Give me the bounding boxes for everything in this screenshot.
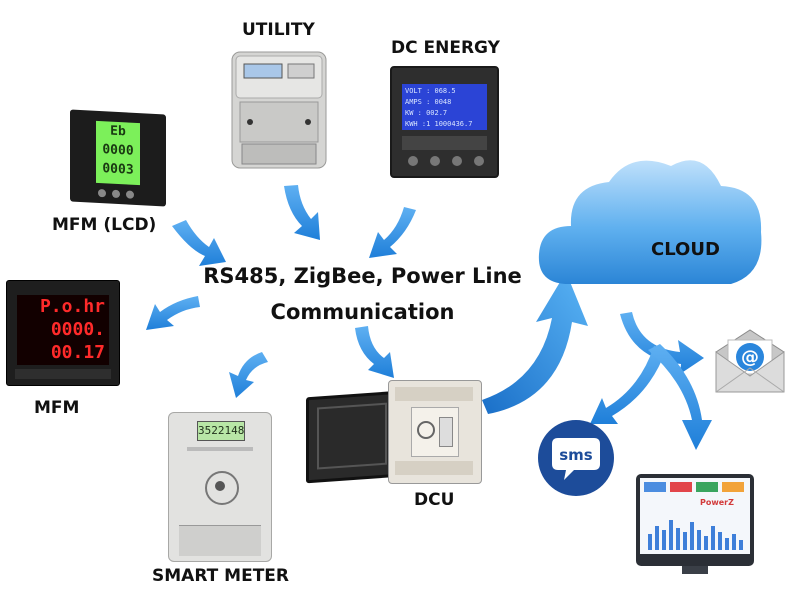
protocol-line-2: Communication (270, 300, 455, 324)
arrow-mfm (146, 296, 200, 330)
led-line: 0000. (50, 319, 105, 340)
protocol-text: RS485, ZigBee, Power Line Communication (190, 258, 535, 330)
mfm-display: P.o.hr 0000. 00.17 (17, 295, 109, 365)
dc-row: AMPS : 0048 (405, 98, 452, 106)
dc-row: VOLT : 068.5 (405, 87, 456, 95)
dcu-box (388, 380, 482, 484)
smart-meter: 3522148 (168, 412, 272, 562)
protocol-line-1: RS485, ZigBee, Power Line (203, 264, 522, 288)
sms-icon: sms (538, 420, 614, 496)
smart-meter-display: 3522148 (197, 421, 245, 441)
dashboard-chart (648, 520, 743, 550)
smart-meter-label: SMART METER (152, 566, 289, 586)
sms-text: sms (559, 446, 593, 464)
email-icon: @ (715, 329, 785, 393)
arrow-dc-energy (369, 207, 416, 258)
dcu-door (306, 390, 400, 484)
dc-row: KWH :1 1000436.7 (405, 120, 473, 128)
svg-text:@: @ (741, 347, 759, 368)
dc-energy-meter: VOLT : 068.5 AMPS : 0048 KW : 002.7 KWH … (390, 66, 499, 178)
mfm-lcd-label: MFM (LCD) (52, 215, 157, 235)
utility-label: UTILITY (242, 20, 315, 40)
arrow-to-dcu (355, 326, 394, 378)
led-line: 00.17 (50, 342, 105, 363)
led-line: P.o.hr (39, 296, 105, 317)
mfm-lcd-display: Eb 0000 0003 (96, 120, 140, 186)
arrow-cloud-dashboard (648, 344, 712, 450)
dashboard-monitor: PowerZ (636, 474, 754, 574)
arrow-mfm-lcd (172, 220, 226, 266)
mfm-label: MFM (34, 398, 80, 418)
arrow-cloud-sms (590, 346, 666, 424)
dc-energy-label: DC ENERGY (391, 38, 500, 58)
utility-meter (231, 51, 327, 169)
mfm-meter: P.o.hr 0000. 00.17 (6, 280, 120, 386)
lcd-line: Eb (110, 123, 126, 140)
lcd-line: 0003 (102, 161, 134, 178)
lcd-line: 0000 (102, 142, 134, 159)
arrow-smart-meter (229, 352, 268, 398)
dcu-label: DCU (414, 490, 455, 510)
dashboard-brand: PowerZ (700, 498, 734, 507)
dc-energy-display: VOLT : 068.5 AMPS : 0048 KW : 002.7 KWH … (402, 84, 487, 130)
arrow-dcu-cloud (482, 272, 588, 414)
dashboard-screen: PowerZ (640, 478, 750, 554)
cloud-label: CLOUD (651, 239, 720, 260)
cloud-icon (538, 160, 762, 284)
mfm-lcd-meter: Eb 0000 0003 (70, 109, 166, 207)
arrow-cloud-email (620, 312, 704, 374)
arrow-utility (284, 185, 320, 240)
dc-row: KW : 002.7 (405, 109, 448, 117)
